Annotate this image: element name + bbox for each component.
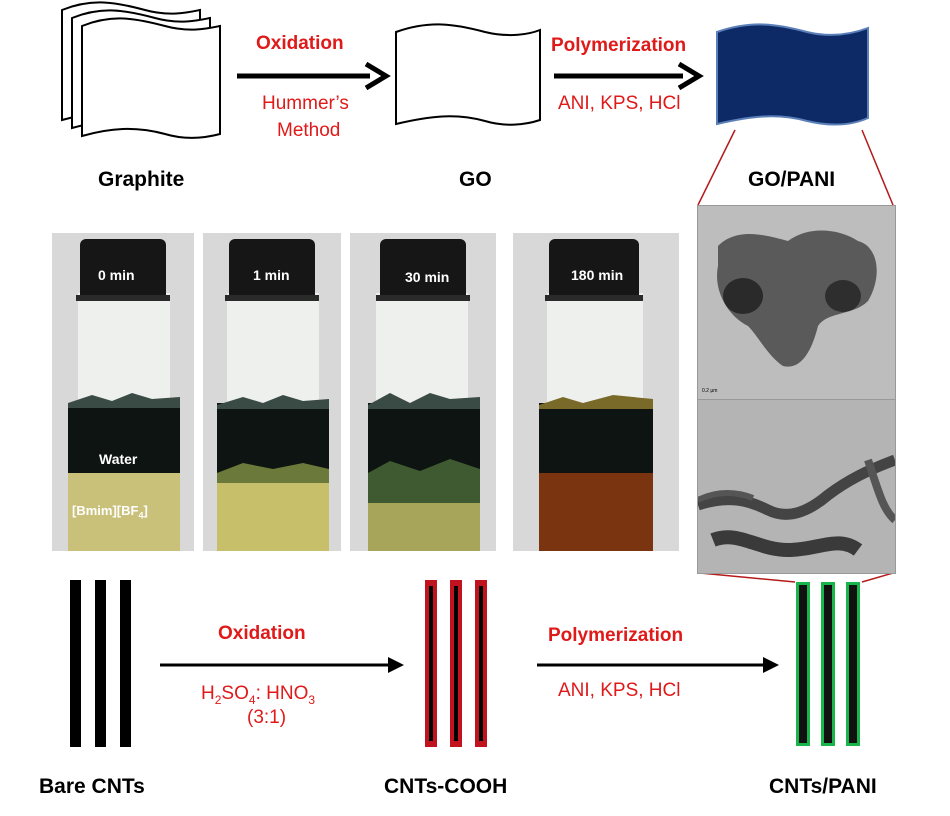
water-label: Water xyxy=(99,451,138,467)
hummers-line1: Hummer’s xyxy=(262,93,349,114)
cnts-cooh-label: CNTs-COOH xyxy=(384,775,508,798)
acid-ratio-label: (3:1) xyxy=(247,707,287,728)
polymerization-title-bottom: Polymerization xyxy=(548,625,684,646)
cnts-pani-label: CNTs/PANI xyxy=(769,775,877,798)
bare-cnts-label: Bare CNTs xyxy=(39,775,145,798)
polymerization-arrow-top xyxy=(554,61,704,91)
polymerization-arrow-bottom xyxy=(537,657,779,673)
time-0min: 0 min xyxy=(98,267,135,283)
acid-mixture-label: H2SO4: HNO3 xyxy=(201,683,316,707)
vial-photo-1min: 1 min xyxy=(203,233,341,551)
tem-image-go-pani: 0.2 µm xyxy=(697,205,896,400)
time-30min: 30 min xyxy=(405,269,450,285)
zoom-lines-bottom xyxy=(699,572,894,583)
reagents-bottom: ANI, KPS, HCl xyxy=(558,680,681,701)
go-sheet-icon xyxy=(395,23,541,126)
bare-cnts-icon xyxy=(70,580,131,747)
reagents-top: ANI, KPS, HCl xyxy=(558,93,681,114)
go-pani-label: GO/PANI xyxy=(748,168,836,191)
cnts-pani-icon xyxy=(796,582,860,746)
vial-photo-30min: 30 min xyxy=(350,233,496,551)
vial-photo-0min: 0 min Water [Bmim][BF4] xyxy=(52,233,194,551)
time-180min: 180 min xyxy=(571,267,624,283)
time-1min: 1 min xyxy=(253,267,290,283)
graphite-sheets-icon xyxy=(61,1,221,139)
go-label: GO xyxy=(459,168,492,191)
oxidation-title-bottom: Oxidation xyxy=(218,623,306,644)
hummers-line2: Method xyxy=(277,120,341,141)
oxidation-title-top: Oxidation xyxy=(256,33,344,54)
graphite-label: Graphite xyxy=(98,168,185,191)
vial-photo-180min: 180 min xyxy=(513,233,679,551)
oxidation-arrow-top xyxy=(237,61,391,91)
oxidation-arrow-bottom xyxy=(160,657,404,673)
cnts-cooh-icon xyxy=(425,580,487,747)
go-pani-sheet-icon xyxy=(716,23,869,126)
scale-bar-label: 0.2 µm xyxy=(702,388,718,394)
zoom-lines-top xyxy=(697,129,894,206)
ionic-liquid-label: [Bmim][BF4] xyxy=(72,503,148,521)
polymerization-title-top: Polymerization xyxy=(551,35,687,56)
tem-image-cnts-pani xyxy=(697,399,896,574)
